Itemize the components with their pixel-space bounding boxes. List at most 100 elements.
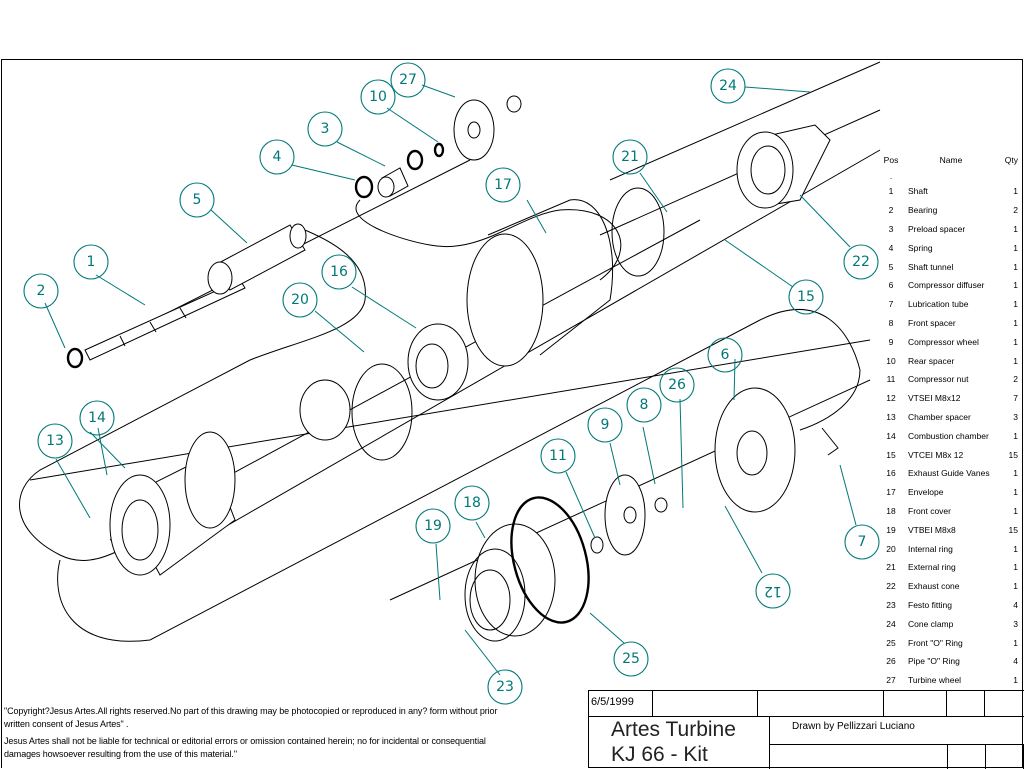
part-name: Exhaust Guide Vanes [908,468,990,479]
part-name: Shaft tunnel [908,261,954,272]
envelope-part [466,199,614,367]
part-position: 11 [886,374,896,385]
part-name: Front spacer [908,317,956,328]
part-quantity: 2 [1013,205,1018,216]
lubrication-tube-loop-lower [57,309,861,642]
part-quantity: 7 [1013,393,1018,404]
part-position: 5 [888,261,894,272]
balloon-label: 1 [87,254,96,270]
part-position: 7 [888,299,894,310]
part-name: Compressor nut [908,374,969,385]
disclaimer-text: Jesus Artes shall not be liable for tech… [4,736,486,759]
copyright-notice: "Copyright?Jesus Artes.All rights reserv… [4,705,504,761]
exhaust-cone-part [736,124,831,209]
part-position: 3 [888,223,894,234]
drawing-title-line2: KJ 66 - Kit [611,743,708,766]
balloon-label: 3 [321,121,330,137]
balloon-label: 6 [721,347,730,363]
balloon-24: 24 [710,68,746,104]
drawing-title: Artes Turbine KJ 66 - Kit [589,717,770,769]
part-name: Preload spacer [908,223,966,234]
title-block-top-row: 6/5/1999 [589,691,1024,717]
part-name: VTCEI M8x 12 [908,449,964,460]
balloon-11: 11 [540,438,576,474]
balloon-14: 14 [79,400,115,436]
title-block-cell [986,745,1024,769]
part-position: 17 [886,487,896,498]
balloon-20: 20 [282,282,318,318]
compressor-nut-part [590,536,604,554]
balloon-circle [844,524,880,560]
part-name: Chamber spacer [908,411,971,422]
part-quantity: 1 [1013,675,1018,686]
parts-list-header-marker-row: . [880,170,1022,182]
title-block-cell [947,691,985,716]
part-quantity: 1 [1013,487,1018,498]
header-pos: Pos [883,155,899,165]
title-block: 6/5/1999 Artes Turbine KJ 66 - Kit Drawn… [588,690,1024,769]
balloon-label: 2 [37,283,46,299]
combustion-chamber-part [109,431,236,576]
parts-list-header: Pos Name Qty [880,150,1022,170]
part-quantity: 1 [1013,186,1018,197]
balloon-circle [659,367,695,403]
front-o-ring-part [510,496,590,624]
balloon-2: 2 [23,273,59,309]
balloon-circle [282,282,318,318]
balloon-circle [540,438,576,474]
balloon-21: 21 [612,139,648,175]
balloon-label: 23 [496,679,514,695]
part-position: 18 [886,505,896,516]
title-block-cell [758,691,884,716]
part-name: Combustion chamber [908,430,989,441]
balloon-label: 19 [424,518,442,534]
balloon-label: 7 [858,534,867,550]
part-name: Pipe "O" Ring [908,656,960,667]
balloon-label: 27 [399,72,417,88]
title-block-right: Drawn by Pellizzari Luciano [770,717,1024,769]
header-name: Name [939,155,963,165]
part-position: 25 [886,637,896,648]
balloon-circle [485,167,521,203]
part-position: 27 [886,675,896,686]
balloon-circle [73,244,109,280]
balloon-label: 10 [369,89,387,105]
balloon-label: 8 [640,397,649,413]
part-name: Spring [908,242,933,253]
part-name: Festo fitting [908,599,952,610]
part-quantity: 1 [1013,355,1018,366]
balloon-7: 7 [844,524,880,560]
part-position: 21 [886,562,896,573]
balloon-label: 5 [193,192,202,208]
balloon-6: 6 [707,337,743,373]
balloon-label: 16 [330,264,348,280]
part-name: Lubrication tube [908,299,969,310]
part-name: Exhaust cone [908,581,960,592]
part-name: Shaft [908,186,928,197]
title-block-cell [948,745,986,769]
balloon-10: 10 [360,79,396,115]
leader-lines [44,84,857,676]
part-quantity: 1 [1013,336,1018,347]
balloon-16: 16 [321,254,357,290]
part-name: Internal ring [908,543,953,554]
balloon-23: 23 [487,669,523,705]
part-name: Cone clamp [908,618,954,629]
lubrication-tube-loop-upper [355,199,622,281]
balloon-circle [390,62,426,98]
